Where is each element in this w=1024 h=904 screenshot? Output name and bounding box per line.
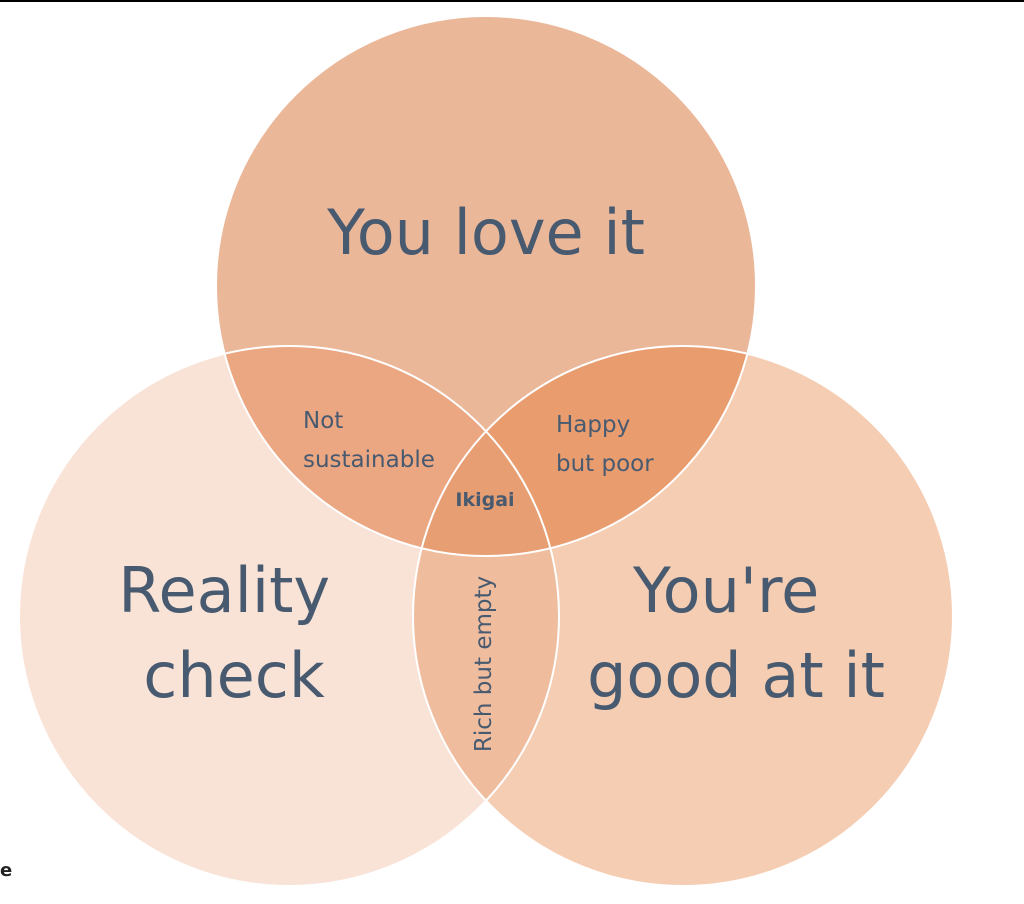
overlap-not-sustainable xyxy=(216,346,559,556)
label-not-sustainable: Not sustainable xyxy=(303,408,435,473)
label-not-sustainable-line1: Not xyxy=(303,408,343,434)
label-reality-check-line1: Reality xyxy=(118,554,330,627)
label-reality-check: Reality check xyxy=(118,554,350,712)
label-good-at-it-line2: good at it xyxy=(587,639,885,712)
label-not-sustainable-line2: sustainable xyxy=(303,447,435,473)
label-ikigai: Ikigai xyxy=(455,489,514,511)
outline-top-circle xyxy=(215,15,757,557)
label-good-at-it: You're good at it xyxy=(587,554,885,712)
label-happy-but-poor-line1: Happy xyxy=(556,412,630,438)
label-reality-check-line2: check xyxy=(143,639,325,712)
outline-right-circle xyxy=(412,345,954,887)
label-happy-but-poor-line2: but poor xyxy=(556,451,654,477)
label-good-at-it-line1: You're xyxy=(632,554,819,627)
edge-glyph: e xyxy=(0,860,13,881)
overlap-happy-but-poor xyxy=(413,346,756,556)
label-rich-but-empty: Rich but empty xyxy=(471,576,497,752)
label-you-love-it: You love it xyxy=(326,196,645,269)
label-happy-but-poor: Happy but poor xyxy=(556,412,654,477)
outline-left-circle xyxy=(18,345,560,887)
